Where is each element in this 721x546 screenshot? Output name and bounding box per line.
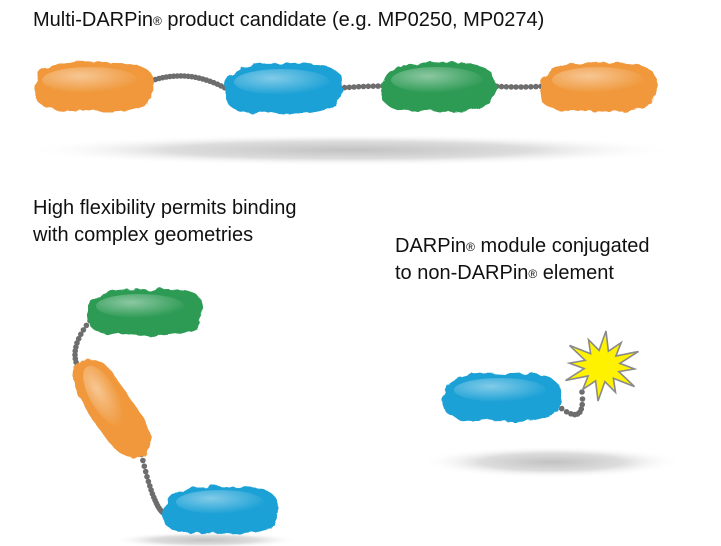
multi-darpin-caption-prefix: Multi-DARPin bbox=[33, 9, 154, 31]
conjugation-caption-line2-prefix: to non-DARPin bbox=[395, 262, 529, 284]
conjugation-caption-line2-suffix: element bbox=[537, 262, 614, 284]
linker-bead bbox=[78, 331, 84, 338]
linker-bead bbox=[508, 84, 514, 90]
linker-bead bbox=[141, 463, 148, 470]
linker-bead bbox=[351, 84, 357, 90]
darpin-module-orange-3 bbox=[73, 358, 151, 458]
linker-bead bbox=[370, 83, 377, 89]
linker-bead bbox=[375, 83, 381, 89]
darpin-module-green-1 bbox=[381, 62, 496, 112]
shadow-top-row bbox=[20, 134, 680, 166]
linker-bead bbox=[365, 83, 372, 90]
shadow-flexible-chain bbox=[110, 532, 300, 546]
linker-bead bbox=[140, 457, 146, 464]
darpin-module-blue-conjugated bbox=[442, 373, 562, 422]
linker-bead bbox=[528, 84, 534, 90]
linker-bead bbox=[579, 401, 585, 408]
linker-bead bbox=[142, 468, 149, 475]
registered-mark: ® bbox=[466, 240, 475, 254]
linker-bead bbox=[579, 396, 586, 402]
linker-orange-blue bbox=[145, 73, 235, 95]
darpin-module-blue-2 bbox=[163, 486, 278, 535]
linker-bead bbox=[144, 473, 150, 480]
linker-bead bbox=[145, 478, 152, 485]
linker-bead bbox=[341, 84, 348, 91]
multi-darpin-caption: Multi-DARPin® product candidate (e.g. MP… bbox=[33, 7, 544, 34]
linker-bead bbox=[80, 327, 87, 333]
linker-bead bbox=[518, 84, 524, 90]
linker-bead bbox=[578, 406, 585, 412]
flexibility-caption-line1: High flexibility permits binding bbox=[33, 197, 297, 219]
linker-bead bbox=[360, 83, 367, 90]
darpin-module-green-2 bbox=[87, 289, 203, 336]
linker-bead bbox=[563, 409, 570, 415]
registered-mark: ® bbox=[153, 14, 162, 28]
linker-bead bbox=[83, 322, 90, 329]
linker-bead bbox=[498, 83, 505, 90]
linker-bead bbox=[503, 84, 510, 90]
multi-darpin-caption-suffix: product candidate (e.g. MP0250, MP0274) bbox=[161, 9, 545, 31]
linker-bead bbox=[533, 83, 539, 90]
registered-mark: ® bbox=[528, 267, 538, 281]
linker-bead bbox=[355, 83, 362, 90]
linker-bead bbox=[346, 84, 353, 91]
darpin-module-blue-1 bbox=[224, 63, 344, 114]
linker-bead bbox=[75, 335, 82, 342]
linker-bead bbox=[579, 389, 585, 395]
starburst-icon bbox=[565, 330, 639, 402]
shadow-conjugate bbox=[422, 446, 682, 478]
linker-bead bbox=[513, 84, 519, 90]
conjugation-caption-prefix: DARPin bbox=[395, 235, 467, 257]
darpin-module-orange-1 bbox=[34, 61, 154, 112]
darpin-module-orange-2 bbox=[539, 62, 658, 112]
linker-bead bbox=[558, 405, 565, 412]
conjugation-caption-line1-suffix: module conjugated bbox=[474, 235, 650, 257]
flexibility-caption-line2: with complex geometries bbox=[33, 224, 254, 246]
flexibility-caption: High flexibility permits binding with com… bbox=[33, 195, 363, 249]
linker-bead bbox=[523, 84, 529, 90]
